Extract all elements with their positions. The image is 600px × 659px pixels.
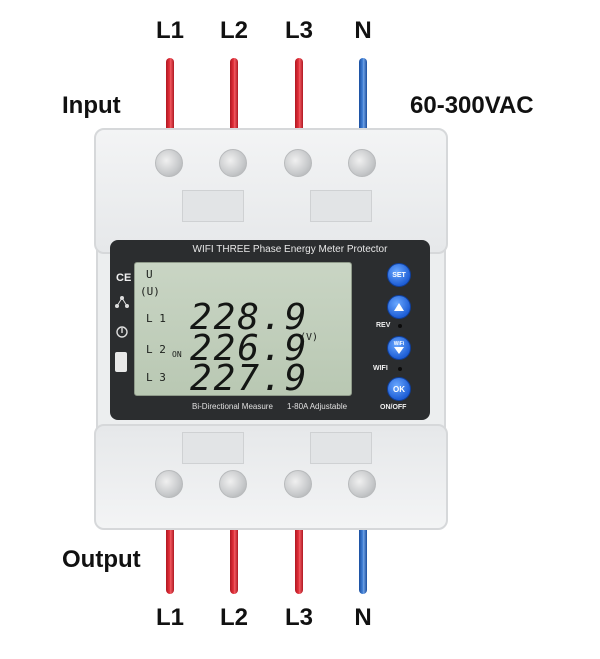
input-label: Input [62,92,121,119]
lcd-row-label-l1: L 1 [146,312,166,325]
terminal-clip [310,432,372,464]
wire-top-l2 [230,58,238,132]
screw-icon [284,149,312,177]
lcd-value-l1: 228.9 [190,297,309,338]
bottom-label-n: N [354,604,372,631]
screw-icon [219,149,247,177]
wifi-led [398,367,402,371]
lcd-row-label-l3: L 3 [146,371,166,384]
network-icon [114,294,130,310]
screw-icon [348,470,376,498]
wire-bottom-l3 [295,520,303,594]
screw-icon [219,470,247,498]
rev-label: REV [376,322,391,329]
lcd-on-indicator: ON [172,350,182,359]
power-icon [115,325,129,339]
wire-bottom-l2 [230,520,238,594]
ok-button[interactable]: OK [387,377,411,401]
lcd-u-unit: (U) [140,285,160,298]
wifi-label: WIFI [373,365,388,372]
qr-sticker [115,352,127,372]
wire-bottom-l1 [166,520,174,594]
arrow-up-icon [394,303,404,311]
lcd-value-l2: 226.9 [190,328,309,369]
arrow-down-icon [394,347,404,354]
set-button[interactable]: SET [387,263,411,287]
wifi-button-label: WiFi [393,341,405,347]
terminal-clip [310,190,372,222]
panel-title: WIFI THREE Phase Energy Meter Protector [192,244,388,255]
housing-bottom [94,424,448,530]
terminal-clip [182,190,244,222]
up-button[interactable] [387,295,411,319]
top-label-n: N [354,17,372,44]
voltage-label: 60-300VAC [410,92,534,119]
bottom-label-l1: L1 [155,604,184,631]
top-label-l3: L3 [284,17,313,44]
rev-led [398,324,402,328]
lcd-screen [134,262,352,396]
top-label-l1: L1 [155,17,184,44]
terminal-clip [182,432,244,464]
wire-bottom-n [359,520,367,594]
wire-top-l3 [295,58,303,132]
lcd-row-label-l2: L 2 [146,343,166,356]
lcd-u-label: U [146,268,153,281]
screw-icon [348,149,376,177]
bottom-label-l3: L3 [284,604,313,631]
onoff-label: ON/OFF [380,404,407,411]
footer-right: 1-80A Adjustable [287,402,348,411]
lcd-value-l3: 227.9 [190,358,309,399]
bottom-label-l2: L2 [219,604,248,631]
screw-icon [155,470,183,498]
footer-left: Bi-Directional Measure [192,402,273,411]
ce-mark: CE [116,272,132,284]
housing-top [94,128,448,254]
screw-icon [284,470,312,498]
top-label-l2: L2 [219,17,248,44]
wifi-down-button[interactable]: WiFi [387,336,411,360]
screw-icon [155,149,183,177]
output-label: Output [62,546,141,573]
wire-top-l1 [166,58,174,132]
wire-top-n [359,58,367,132]
lcd-unit: (V) [300,332,319,343]
